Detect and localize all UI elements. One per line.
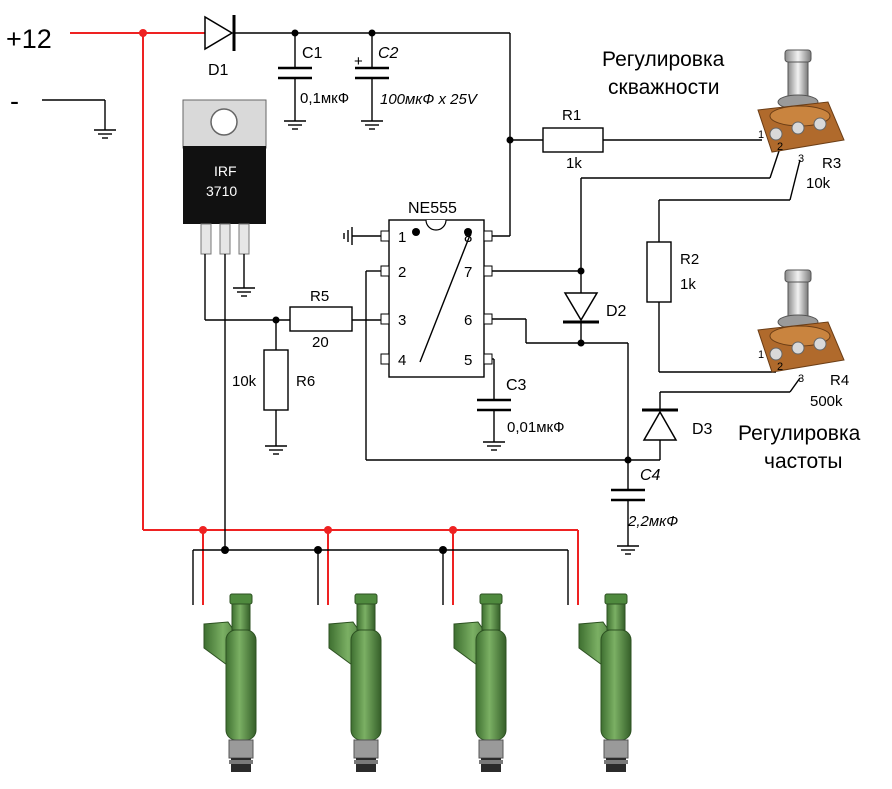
minus-label: - <box>10 86 19 116</box>
ne555-chip <box>388 219 485 378</box>
r3-pin-2: 2 <box>777 141 783 153</box>
freq-caption-line2: частоты <box>764 450 842 473</box>
junction-dot <box>449 526 457 534</box>
r3-value: 10k <box>806 175 831 192</box>
c1-value: 0,1мкФ <box>300 90 349 107</box>
resistor-r2 <box>646 241 672 303</box>
resistor-r5 <box>289 306 353 332</box>
c3-label: C3 <box>506 377 527 394</box>
plus12-label: +12 <box>6 24 52 54</box>
r4-pin-1: 1 <box>758 349 764 361</box>
c4-label: C4 <box>640 467 661 484</box>
junction-dot <box>139 29 147 37</box>
potentiometer-r4 <box>757 269 845 373</box>
fuel-injector <box>203 593 257 773</box>
c3-value: 0,01мкФ <box>507 419 564 436</box>
r4-label: R4 <box>830 372 849 389</box>
fuel-injector <box>578 593 632 773</box>
ne555-pin-6: 6 <box>464 312 472 329</box>
mosfet-irf3710 <box>182 99 267 255</box>
junction-dot <box>324 526 332 534</box>
r2-label: R2 <box>680 251 699 268</box>
ne555-pin-5: 5 <box>464 352 472 369</box>
ne555-pin-4: 4 <box>398 352 406 369</box>
mosfet-label-line1: IRF <box>214 163 237 179</box>
duty-caption-line2: скважности <box>608 76 719 99</box>
r1-value: 1k <box>566 155 582 172</box>
potentiometer-r3 <box>757 49 845 153</box>
r4-value: 500k <box>810 393 843 410</box>
r3-pin-1: 1 <box>758 129 764 141</box>
c2-label: C2 <box>378 45 399 62</box>
d2-label: D2 <box>606 303 627 320</box>
diode-d2 <box>563 292 599 324</box>
d1-label: D1 <box>208 62 229 79</box>
capacitor-c2 <box>355 33 389 130</box>
diode-d3 <box>642 408 678 441</box>
c4-value: 2,2мкФ <box>627 513 678 530</box>
ne555-pin-1: 1 <box>398 229 406 246</box>
c1-label: C1 <box>302 45 323 62</box>
c2-polarity: + <box>354 53 363 70</box>
ne555-pin-2: 2 <box>398 264 406 281</box>
c2-value: 100мкФ x 25V <box>380 91 479 108</box>
r3-pin-3: 3 <box>798 153 804 165</box>
mosfet-label-line2: 3710 <box>206 183 237 199</box>
r6-value: 10k <box>232 373 257 390</box>
resistor-r6 <box>263 349 289 411</box>
ne555-pin-3: 3 <box>398 312 406 329</box>
ne555-pin-7: 7 <box>464 264 472 281</box>
resistor-r1 <box>542 127 604 153</box>
ne555-pins <box>380 230 493 365</box>
r4-pin-2: 2 <box>777 361 783 373</box>
capacitor-c1 <box>278 33 312 130</box>
ground-symbol <box>93 123 117 139</box>
junction-dot <box>199 526 207 534</box>
fuel-injector <box>328 593 382 773</box>
ne555-label: NE555 <box>408 200 457 217</box>
r1-label: R1 <box>562 107 581 124</box>
ne555-pin-8: 8 <box>464 229 472 246</box>
r2-value: 1k <box>680 276 696 293</box>
r3-label: R3 <box>822 155 841 172</box>
r5-value: 20 <box>312 334 329 351</box>
diode-d1 <box>204 15 236 51</box>
duty-caption-line1: Регулировка <box>602 48 725 71</box>
r5-label: R5 <box>310 288 329 305</box>
freq-caption-line1: Регулировка <box>738 422 861 445</box>
r4-pin-3: 3 <box>798 373 804 385</box>
fuel-injector <box>453 593 507 773</box>
d3-label: D3 <box>692 421 713 438</box>
r6-label: R6 <box>296 373 315 390</box>
